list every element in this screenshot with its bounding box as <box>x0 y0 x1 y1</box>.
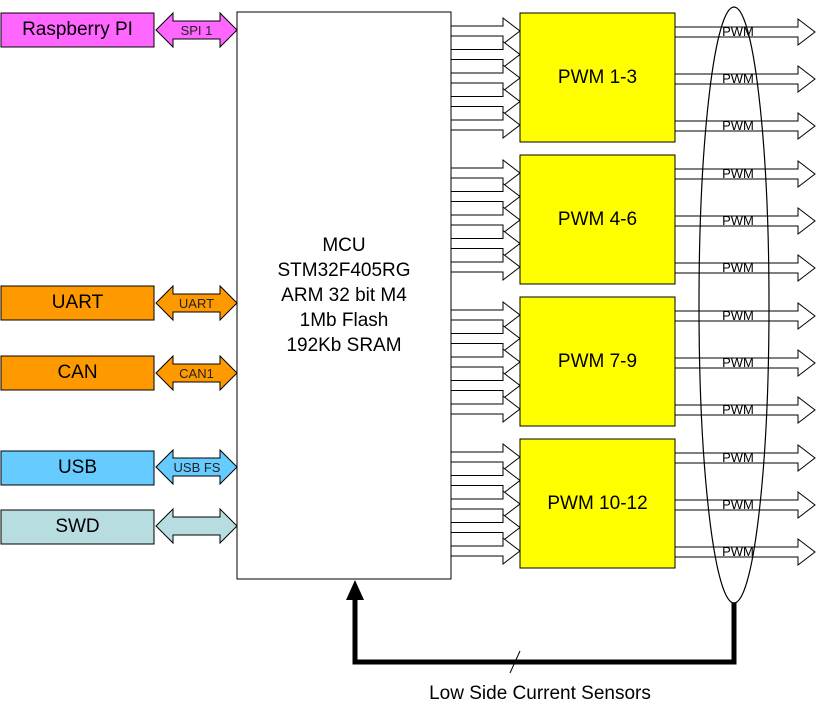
pwm-output-label: PWM <box>722 259 754 275</box>
mcu-to-pwm-arrow <box>450 229 521 258</box>
pwm-output-arrow <box>674 490 816 520</box>
pwm-output-arrow <box>674 159 816 189</box>
pwm-output-label: PWM <box>722 212 754 228</box>
mcu-to-pwm-arrow <box>450 513 521 542</box>
raspberry-pi-label: Raspberry PI <box>22 19 133 40</box>
mcu-to-pwm-arrow <box>450 40 521 69</box>
usb-link-label: USB FS <box>173 459 221 475</box>
mcu-to-pwm-arrow <box>450 489 521 519</box>
mcu-to-pwm-arrow <box>450 394 521 424</box>
current-sensor-ellipse <box>698 6 770 604</box>
mcu-line: 1Mb Flash <box>299 309 389 331</box>
pwm-block-4-6 <box>519 154 676 285</box>
feedback-line <box>352 598 737 665</box>
pwm-block-10-12 <box>519 438 676 569</box>
pwm-output-arrow <box>674 17 816 47</box>
pwm-block-7-9 <box>519 296 676 427</box>
pwm-output-arrow <box>674 395 816 425</box>
usb-link-arrow <box>155 448 238 486</box>
uart-link-arrow <box>155 284 238 322</box>
pwm-output-label: PWM <box>722 117 754 133</box>
mcu-to-pwm-arrow <box>450 63 521 93</box>
pwm-output-arrow <box>674 301 816 331</box>
swd-box <box>0 509 155 545</box>
mcu-to-pwm-arrow <box>450 536 521 566</box>
pwm-output-arrow <box>674 537 816 567</box>
spi-link-label: SPI 1 <box>180 22 213 38</box>
pwm-output-arrow <box>674 206 816 236</box>
pwm-block-label: PWM 1-3 <box>557 66 638 88</box>
pwm-output-arrow <box>674 111 816 141</box>
mcu-to-pwm-arrow <box>450 347 521 377</box>
can-label: CAN <box>57 362 98 383</box>
uart-box <box>0 285 155 321</box>
pwm-output-label: PWM <box>722 307 754 323</box>
swd-label: SWD <box>55 516 100 537</box>
mcu-to-pwm-arrow <box>450 205 521 235</box>
mcu-to-pwm-arrow <box>450 182 521 211</box>
raspberry-pi-box <box>0 12 155 48</box>
mcu-to-pwm-arrow <box>450 16 521 46</box>
mcu-to-pwm-arrow <box>450 87 521 116</box>
feedback-arrowhead <box>346 580 364 600</box>
bus-tick <box>509 650 521 674</box>
mcu-to-pwm-arrow <box>450 442 521 472</box>
pwm-output-arrows <box>674 17 816 567</box>
mcu-to-pwm-arrow <box>450 300 521 330</box>
pwm-output-label: PWM <box>722 543 754 559</box>
can-box <box>0 355 155 391</box>
usb-label: USB <box>57 457 98 478</box>
mcu-block <box>236 11 452 580</box>
can-link-label: CAN1 <box>179 365 214 381</box>
pwm-output-label: PWM <box>722 496 754 512</box>
pwm-block-label: PWM 7-9 <box>557 350 638 372</box>
pwm-output-label: PWM <box>722 401 754 417</box>
mcu-to-pwm-arrow <box>450 158 521 188</box>
mcu-to-pwm-arrow <box>450 324 521 353</box>
pwm-output-arrow <box>674 348 816 378</box>
can-link-arrow <box>155 354 238 392</box>
uart-label: UART <box>51 292 104 313</box>
mcu-line: STM32F405RG <box>277 259 411 281</box>
pwm-output-label: PWM <box>722 70 754 86</box>
pwm-output-label: PWM <box>722 23 754 39</box>
pwm-output-arrow <box>674 253 816 283</box>
pwm-output-label: PWM <box>722 165 754 181</box>
mcu-line: 192Kb SRAM <box>286 334 402 356</box>
pwm-block-label: PWM 10-12 <box>547 492 648 514</box>
current-sensors-label: Low Side Current Sensors <box>429 683 651 704</box>
pwm-block-label: PWM 4-6 <box>557 208 638 230</box>
mcu-description: MCU STM32F405RG ARM 32 bit M4 1Mb Flash … <box>237 230 451 360</box>
mcu-to-pwm-arrow <box>450 252 521 282</box>
pwm-output-label: PWM <box>722 449 754 465</box>
mcu-line: MCU <box>322 234 366 256</box>
mcu-to-pwm-arrows <box>450 16 521 566</box>
mcu-line: ARM 32 bit M4 <box>281 284 407 306</box>
swd-link-arrow <box>155 507 238 545</box>
mcu-to-pwm-arrow <box>450 110 521 140</box>
pwm-block-1-3 <box>519 12 676 143</box>
spi-link-arrow <box>155 11 238 49</box>
uart-link-label: UART <box>178 295 215 311</box>
pwm-output-arrow <box>674 443 816 473</box>
pwm-output-arrow <box>674 64 816 94</box>
pwm-output-label: PWM <box>722 354 754 370</box>
mcu-to-pwm-arrow <box>450 466 521 495</box>
mcu-to-pwm-arrow <box>450 371 521 400</box>
usb-box <box>0 450 155 486</box>
